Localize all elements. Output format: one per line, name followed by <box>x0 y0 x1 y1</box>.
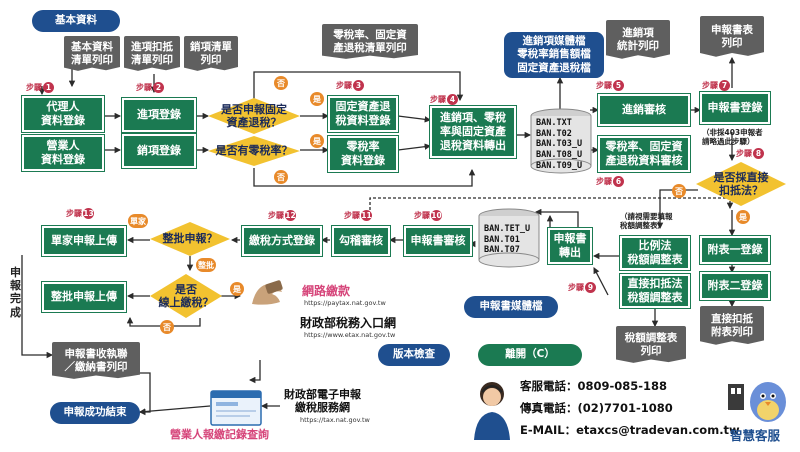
input-entry-button[interactable]: 進項登錄 <box>122 98 196 132</box>
fixed-asset-refund-decision: 是否申報固定 資產退稅？ <box>208 98 300 134</box>
direct-deduction-decision-shape <box>696 162 786 206</box>
email-address: E-MAIL：etaxcs@tradevan.com.tw <box>520 423 740 437</box>
batch-report-decision-shape <box>150 222 230 256</box>
report-export-button[interactable]: 申報書 轉出 <box>548 228 592 264</box>
zero-tax-entry-button[interactable]: 零稅率 資料登錄 <box>328 136 398 172</box>
stat-print-button[interactable]: 進銷項 統計列印 <box>606 20 670 59</box>
fixed-asset-entry-button[interactable]: 固定資產退 稅資料登錄 <box>328 96 398 132</box>
non-403-note: （非採403申報者 請略過此步驟） <box>702 128 763 146</box>
phone-number: 客服電話：0809-085-188 <box>520 379 668 393</box>
attachment-print-button[interactable]: 直接扣抵 附表列印 <box>700 306 764 345</box>
smart-service-bird-icon <box>726 374 790 428</box>
zero-fixed-list-print-button[interactable]: 零稅率、固定資 產退稅清單列印 <box>322 24 418 59</box>
report-entry-button[interactable]: 申報書登錄 <box>700 92 770 124</box>
paytax-link[interactable]: 網路繳款 <box>302 284 351 298</box>
adjustment-note: （請視需要填報 稅額調整表） <box>620 212 673 230</box>
zero-tax-decision: 是否有零稅率？ <box>208 136 300 166</box>
fixed-asset-refund-decision-label: 是否申報固定 資產退稅？ <box>221 102 287 129</box>
ebill-url: https://tax.nat.gov.tw <box>300 416 370 424</box>
business-data-entry-button[interactable]: 營業人 資料登錄 <box>22 135 104 171</box>
in-list-print-button[interactable]: 進項扣抵 清單列印 <box>124 36 180 71</box>
report-file-names: BAN.TET_U BAN.T01 BAN.T07 <box>484 224 531 256</box>
zero-fixed-review-button[interactable]: 零稅率、固定資 產退稅資料審核 <box>598 136 690 172</box>
yes-badge-zero: 是 <box>310 134 324 148</box>
export-file-names: BAN.TXT BAN.T02 BAN.T03_U BAN.T08_U BAN.… <box>536 118 583 171</box>
direct-deduction-decision: 是否採直接 扣抵法？ <box>696 162 786 206</box>
report-review-button[interactable]: 申報書審核 <box>404 226 472 256</box>
out-list-print-button[interactable]: 銷項清單 列印 <box>184 36 238 71</box>
data-export-button[interactable]: 進銷項、零稅 率與固定資產 退稅資料轉出 <box>430 106 516 158</box>
payment-method-entry-button[interactable]: 繳稅方式登錄 <box>242 226 322 256</box>
version-check-button[interactable]: 版本檢查 <box>378 344 450 366</box>
no-badge-online: 否 <box>160 320 174 334</box>
agent-data-entry-button[interactable]: 代理人 資料登錄 <box>22 96 104 132</box>
output-entry-button[interactable]: 銷項登錄 <box>122 134 196 168</box>
online-payment-decision-label: 是否 線上繳稅？ <box>158 282 214 309</box>
ratio-adjustment-button[interactable]: 比例法 稅額調整表 <box>620 236 690 270</box>
basic-data-title: 基本資料 <box>32 10 120 32</box>
database-cylinder-icon-2 <box>478 208 540 268</box>
attachment-2-entry-button[interactable]: 附表二登錄 <box>700 272 770 300</box>
direct-deduction-decision-label: 是否採直接 扣抵法？ <box>713 170 769 197</box>
basic-list-print-button[interactable]: 基本資料 清單列印 <box>64 36 120 71</box>
etax-portal-link[interactable]: 財政部稅務入口網 <box>300 316 397 330</box>
adjustment-print-button[interactable]: 稅額調整表 列印 <box>616 326 686 363</box>
batch-report-decision: 整批申報？ <box>150 222 230 256</box>
batch-badge: 整批 <box>196 258 216 272</box>
no-badge-direct: 否 <box>672 184 686 198</box>
hand-card-icon <box>248 280 288 308</box>
report-media-label: 申報書媒體檔 <box>464 296 558 318</box>
paytax-url: https://paytax.nat.gov.tw <box>304 299 386 307</box>
database-cylinder-icon <box>530 108 592 174</box>
payment-record-query-link[interactable]: 營業人報繳記錄查詢 <box>170 428 269 441</box>
cross-check-review-button[interactable]: 勾稽審核 <box>332 226 390 256</box>
yes-badge-direct: 是 <box>736 210 750 224</box>
report-success-end: 申報成功結束 <box>50 402 140 424</box>
receipt-print-button[interactable]: 申報書收執聯 ／繳納書列印 <box>52 342 140 379</box>
attachment-1-entry-button[interactable]: 附表一登錄 <box>700 236 770 264</box>
report-files-database: BAN.TET_U BAN.T01 BAN.T07 <box>478 208 540 268</box>
review-button[interactable]: 進銷審核 <box>598 94 690 126</box>
ebill-service-link[interactable]: 財政部電子申報 繳稅服務網 <box>284 388 361 415</box>
browser-window-icon <box>210 390 262 426</box>
no-badge-fixed: 否 <box>274 76 288 90</box>
yes-badge-fixed: 是 <box>310 92 324 106</box>
fax-number: 傳真電話：(02)7701-1080 <box>520 401 673 415</box>
fixed-asset-refund-decision-shape <box>208 98 300 134</box>
export-files-database: BAN.TXT BAN.T02 BAN.T03_U BAN.T08_U BAN.… <box>530 108 592 174</box>
zero-tax-decision-label: 是否有零稅率？ <box>215 144 293 158</box>
support-agent-icon <box>470 376 514 442</box>
batch-report-decision-label: 整批申報？ <box>162 232 218 246</box>
batch-upload-button[interactable]: 整批申報上傳 <box>42 282 126 312</box>
leave-button[interactable]: 離開（C） <box>478 344 582 366</box>
single-upload-button[interactable]: 單家申報上傳 <box>42 226 126 256</box>
online-payment-decision-shape <box>150 274 222 318</box>
zero-tax-decision-shape <box>208 136 300 166</box>
no-badge-zero: 否 <box>274 170 288 184</box>
etax-url: https://www.etax.nat.gov.tw <box>304 331 396 339</box>
smart-service-link[interactable]: 智慧客服 <box>730 428 781 443</box>
single-badge: 單家 <box>128 214 148 228</box>
yes-badge-online: 是 <box>230 282 244 296</box>
media-files-label: 進銷項媒體檔 零稅率銷售額檔 固定資產退稅檔 <box>504 32 604 78</box>
report-complete-label: 申 報 完 成 <box>10 266 21 319</box>
report-print-button[interactable]: 申報書表 列印 <box>700 16 764 57</box>
online-payment-decision: 是否 線上繳稅？ <box>150 274 222 318</box>
direct-adjustment-button[interactable]: 直接扣抵法 稅額調整表 <box>620 274 690 308</box>
